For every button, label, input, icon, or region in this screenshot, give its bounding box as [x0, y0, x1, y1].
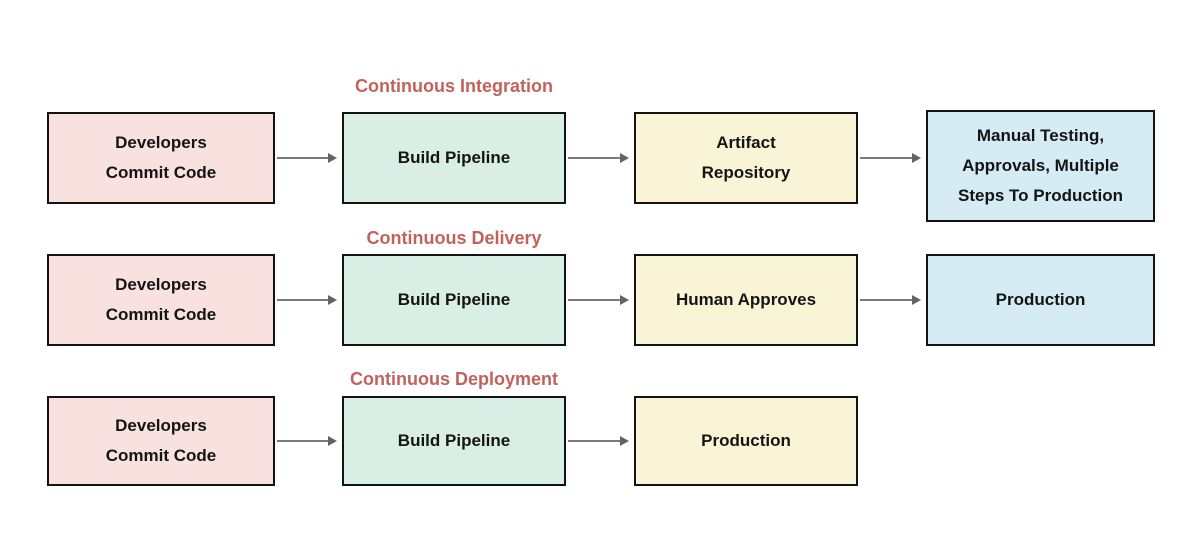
node-cdep-build-pipeline: Build Pipeline: [342, 396, 566, 486]
node-cd-human-approves: Human Approves: [634, 254, 858, 346]
node-ci-build-pipeline: Build Pipeline: [342, 112, 566, 204]
node-cd-production: Production: [926, 254, 1155, 346]
node-ci-artifact-repository: Artifact Repository: [634, 112, 858, 204]
arrow-cd-approve-to-production: [860, 295, 921, 305]
node-label: Build Pipeline: [397, 148, 511, 168]
node-label: Manual Testing, Approvals, Multiple Step…: [958, 126, 1123, 205]
arrow-ci-commit-to-build: [277, 153, 337, 163]
arrow-cdep-build-to-production: [568, 436, 629, 446]
node-cd-developers-commit-code: Developers Commit Code: [47, 254, 275, 346]
node-ci-manual-testing-approvals: Manual Testing, Approvals, Multiple Step…: [926, 110, 1155, 222]
node-ci-developers-commit-code: Developers Commit Code: [47, 112, 275, 204]
node-label: Developers Commit Code: [105, 133, 217, 182]
row-title-continuous-delivery: Continuous Delivery: [366, 228, 542, 248]
node-label: Human Approves: [675, 290, 817, 310]
row-title-continuous-integration: Continuous Integration: [355, 76, 553, 96]
node-label: Production: [995, 290, 1086, 310]
node-label: Production: [701, 431, 791, 451]
arrow-cd-build-to-approve: [568, 295, 629, 305]
node-label: Build Pipeline: [397, 431, 511, 451]
node-label: Build Pipeline: [397, 290, 511, 310]
node-label: Developers Commit Code: [105, 275, 217, 324]
node-label: Developers Commit Code: [105, 416, 217, 465]
arrow-cdep-commit-to-build: [277, 436, 337, 446]
node-cd-build-pipeline: Build Pipeline: [342, 254, 566, 346]
node-cdep-production: Production: [634, 396, 858, 486]
row-title-continuous-deployment: Continuous Deployment: [350, 369, 558, 389]
arrow-ci-artifact-to-manual: [860, 153, 921, 163]
node-cdep-developers-commit-code: Developers Commit Code: [47, 396, 275, 486]
arrow-cd-commit-to-build: [277, 295, 337, 305]
arrow-ci-build-to-artifact: [568, 153, 629, 163]
node-label: Artifact Repository: [701, 133, 791, 182]
